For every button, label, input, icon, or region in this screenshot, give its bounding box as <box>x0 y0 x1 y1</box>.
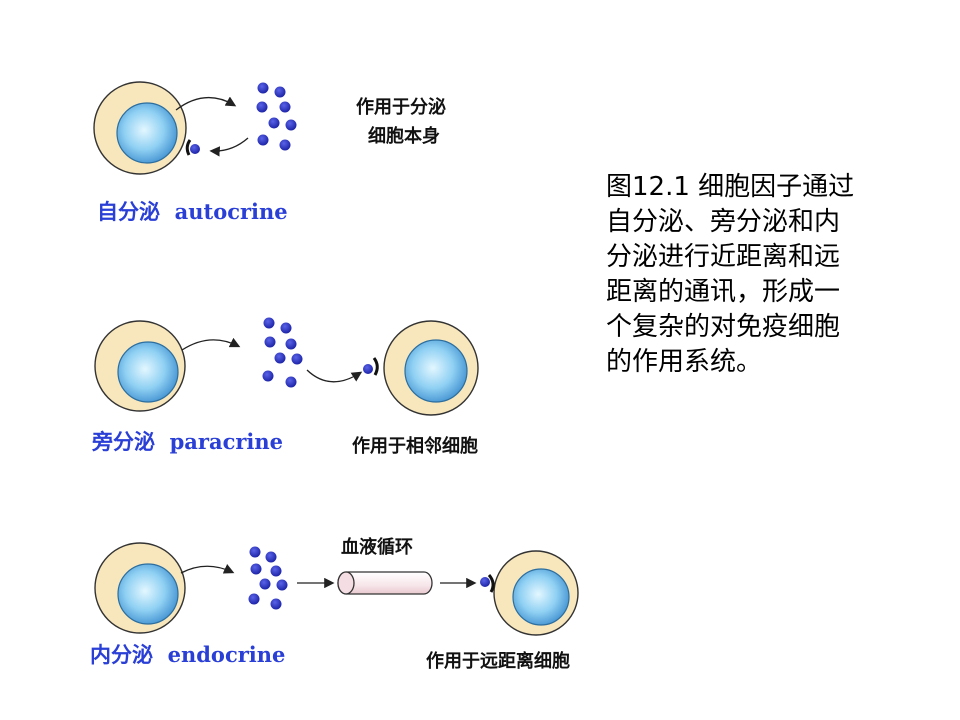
autocrine-receptor <box>185 139 192 156</box>
autocrine-action-line2: 细胞本身 <box>368 125 440 147</box>
cytokine-dot <box>279 139 291 151</box>
secretion-arrow <box>175 96 237 111</box>
autocrine-secreting-cell <box>93 81 192 175</box>
cytokine-dot <box>291 353 303 365</box>
paracrine-label: 旁分泌 paracrine <box>91 429 283 454</box>
diffusion-arrow <box>306 369 363 383</box>
autocrine-action-line1: 作用于分泌 <box>356 96 446 118</box>
cytokine-dot <box>249 546 261 558</box>
caption-line: 距离的通讯，形成一 <box>606 277 841 307</box>
cytokine-dot <box>480 577 490 587</box>
blood-circulation-label: 血液循环 <box>341 536 413 558</box>
cytokine-dot <box>256 101 268 113</box>
paracrine-target-cell <box>372 320 479 416</box>
autocrine-panel: 作用于分泌 细胞本身 自分泌 autocrine <box>93 81 446 224</box>
cytokine-dot <box>264 336 276 348</box>
endocrine-panel: 血液循环 内分泌 endocrine 作用于远距离细胞 <box>90 536 579 672</box>
caption-line: 个复杂的对免疫细胞 <box>606 312 841 342</box>
cytokine-dot <box>265 551 277 563</box>
paracrine-panel: 旁分泌 paracrine 作用于相邻细胞 <box>91 317 479 457</box>
cytokine-dot <box>257 134 269 146</box>
cytokine-dot <box>268 117 280 129</box>
cytokine-dot <box>363 364 373 374</box>
caption-line: 分泌进行近距离和远 <box>606 242 841 272</box>
cytokine-dot <box>279 101 291 113</box>
cytokine-dot <box>285 338 297 350</box>
caption-line: 图12.1 细胞因子通过 <box>606 172 855 202</box>
cytokine-dot <box>190 144 200 154</box>
endocrine-secreting-cell <box>94 542 186 634</box>
cytokine-dot <box>276 579 288 591</box>
cytokine-dot <box>262 370 274 382</box>
cytokine-dot <box>285 119 297 131</box>
blood-vessel-tube <box>337 571 433 595</box>
cytokine-dot <box>270 598 282 610</box>
caption-line: 自分泌、旁分泌和内 <box>606 207 841 237</box>
paracrine-action: 作用于相邻细胞 <box>352 435 478 457</box>
secretion-arrow <box>181 337 241 351</box>
paracrine-secreting-cell <box>94 320 186 412</box>
cytokine-dot <box>248 593 260 605</box>
paracrine-receptor <box>372 357 379 376</box>
figure-caption: 图12.1 细胞因子通过 自分泌、旁分泌和内 分泌进行近距离和远 距离的通讯，形… <box>606 170 926 380</box>
return-arrow <box>209 137 249 157</box>
endocrine-label: 内分泌 endocrine <box>90 642 285 667</box>
cytokine-dot <box>250 563 262 575</box>
cytokine-cluster <box>256 82 297 151</box>
caption-line: 的作用系统。 <box>606 347 763 377</box>
cytokine-dot <box>285 376 297 388</box>
secretion-arrow <box>180 564 235 574</box>
cytokine-dot <box>263 317 275 329</box>
cytokine-dot <box>280 322 292 334</box>
cytokine-dot <box>274 86 286 98</box>
cytokine-cluster <box>248 546 288 610</box>
endocrine-target-cell <box>487 550 579 636</box>
endocrine-receptor <box>487 574 495 593</box>
cytokine-cluster <box>262 317 303 388</box>
endocrine-action: 作用于远距离细胞 <box>426 650 570 672</box>
autocrine-label: 自分泌 autocrine <box>97 199 288 224</box>
cytokine-dot <box>274 352 286 364</box>
cytokine-dot <box>257 82 269 94</box>
cytokine-dot <box>259 578 271 590</box>
cytokine-dot <box>270 565 282 577</box>
